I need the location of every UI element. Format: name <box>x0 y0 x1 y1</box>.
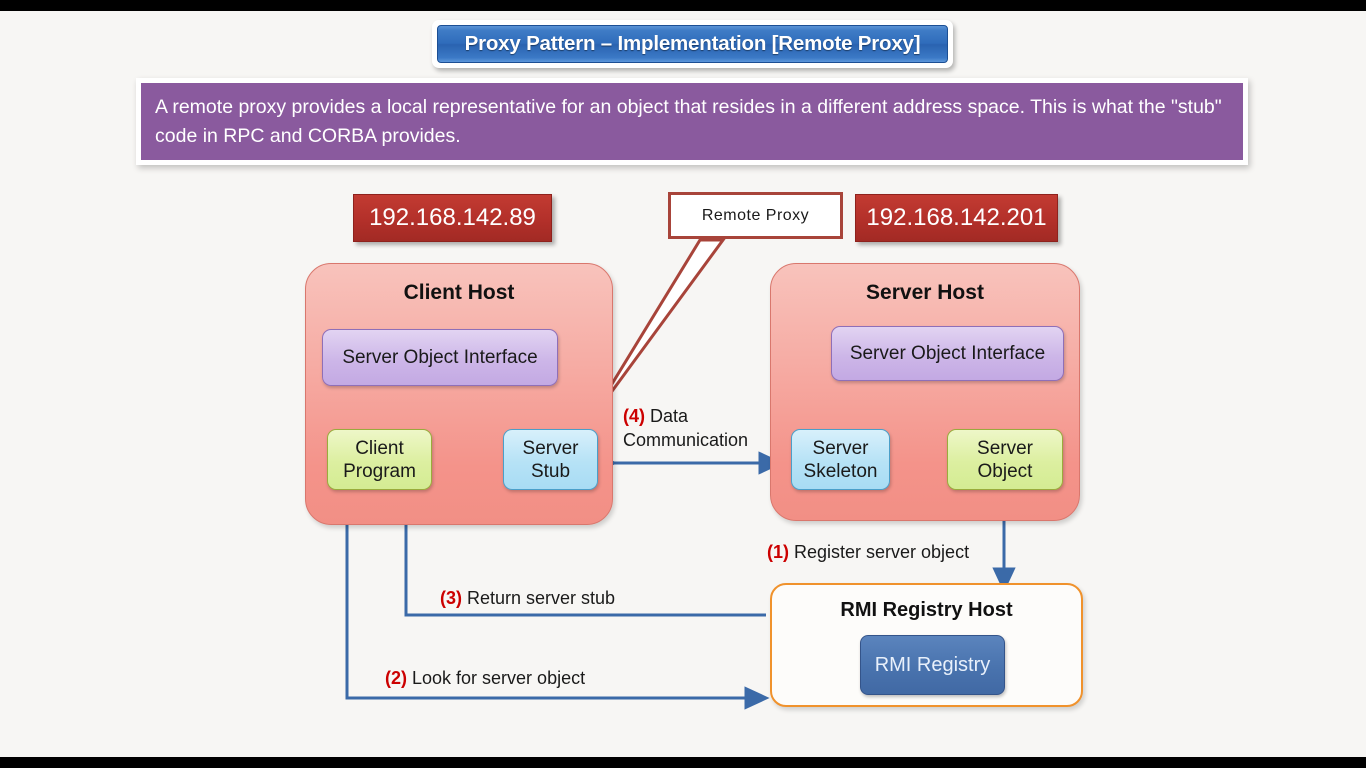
flow-2-text: Look for server object <box>407 668 586 688</box>
server-ip-badge: 192.168.142.201 <box>855 194 1058 242</box>
server-object-node: Server Object <box>947 429 1063 490</box>
server-stub-node: Server Stub <box>503 429 598 490</box>
flow-label-3: (3) Return server stub <box>440 588 615 609</box>
description-frame: A remote proxy provides a local represen… <box>136 78 1248 165</box>
client-server-object-interface-node: Server Object Interface <box>322 329 558 386</box>
client-program-node: Client Program <box>327 429 432 490</box>
client-ip-badge: 192.168.142.89 <box>353 194 552 242</box>
rmi-registry-host-title: RMI Registry Host <box>840 599 1013 621</box>
flow-3-text: Return server stub <box>462 588 616 608</box>
title-banner-frame: Proxy Pattern – Implementation [Remote P… <box>432 20 953 68</box>
flow-label-4: (4) Data Communication <box>623 404 768 452</box>
title-banner: Proxy Pattern – Implementation [Remote P… <box>437 25 948 63</box>
flow-1-number: (1) <box>767 542 789 562</box>
description-text: A remote proxy provides a local represen… <box>155 95 1222 147</box>
flow-4-text: Data Communication <box>623 406 749 450</box>
flow-4-number: (4) <box>623 406 645 426</box>
connector-arrows <box>345 238 1016 710</box>
slide-canvas: Proxy Pattern – Implementation [Remote P… <box>0 11 1366 757</box>
flow-1-text: Register server object <box>789 542 970 562</box>
server-host-title: Server Host <box>866 281 984 304</box>
server-skeleton-node: Server Skeleton <box>791 429 890 490</box>
page-title: Proxy Pattern – Implementation [Remote P… <box>464 32 921 55</box>
description-box: A remote proxy provides a local represen… <box>141 83 1243 160</box>
rmi-registry-host-container: RMI Registry Host RMI Registry <box>770 583 1083 707</box>
rmi-registry-node: RMI Registry <box>860 635 1005 695</box>
flow-3-number: (3) <box>440 588 462 608</box>
server-server-object-interface-node: Server Object Interface <box>831 326 1064 381</box>
flow-2-number: (2) <box>385 668 407 688</box>
diagram-area: 192.168.142.89 192.168.142.201 Remote Pr… <box>0 11 1366 757</box>
flow-label-2: (2) Look for server object <box>385 668 585 689</box>
flow-label-1: (1) Register server object <box>767 542 969 563</box>
remote-proxy-callout: Remote Proxy <box>668 192 843 239</box>
remote-proxy-callout-label: Remote Proxy <box>701 206 810 224</box>
client-host-title: Client Host <box>403 281 515 304</box>
